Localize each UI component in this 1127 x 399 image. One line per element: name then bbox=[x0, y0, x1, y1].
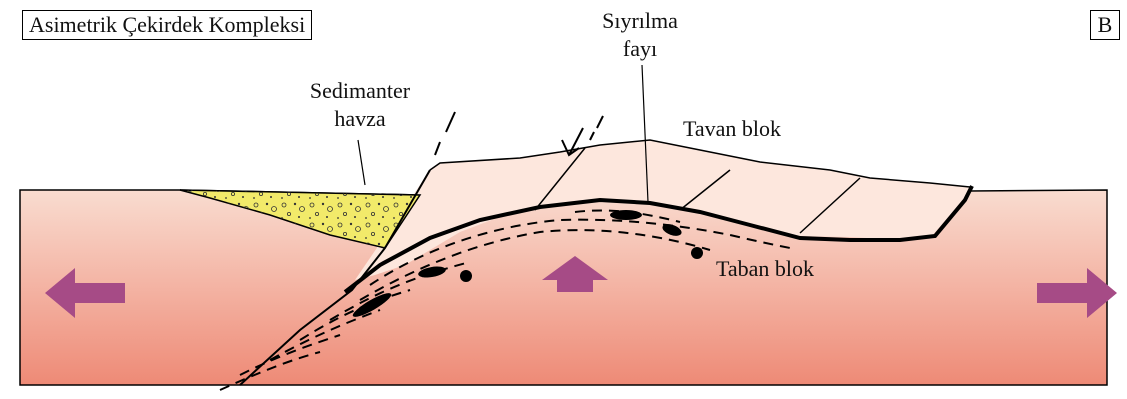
panel-label: B bbox=[1090, 10, 1120, 40]
hanging-wall-label: Tavan blok bbox=[683, 116, 781, 142]
diagram-title: Asimetrik Çekirdek Kompleksi bbox=[22, 10, 312, 40]
fault-extension-dash bbox=[435, 142, 440, 155]
footwall-label: Taban blok bbox=[716, 256, 814, 282]
detachment-label-line1: Sıyrılma bbox=[602, 8, 678, 34]
basin-label-line2: havza bbox=[334, 106, 385, 132]
basin-leader bbox=[358, 140, 365, 185]
basin-label-line1: Sedimanter bbox=[310, 78, 410, 104]
detachment-label-line2: fayı bbox=[623, 36, 657, 62]
